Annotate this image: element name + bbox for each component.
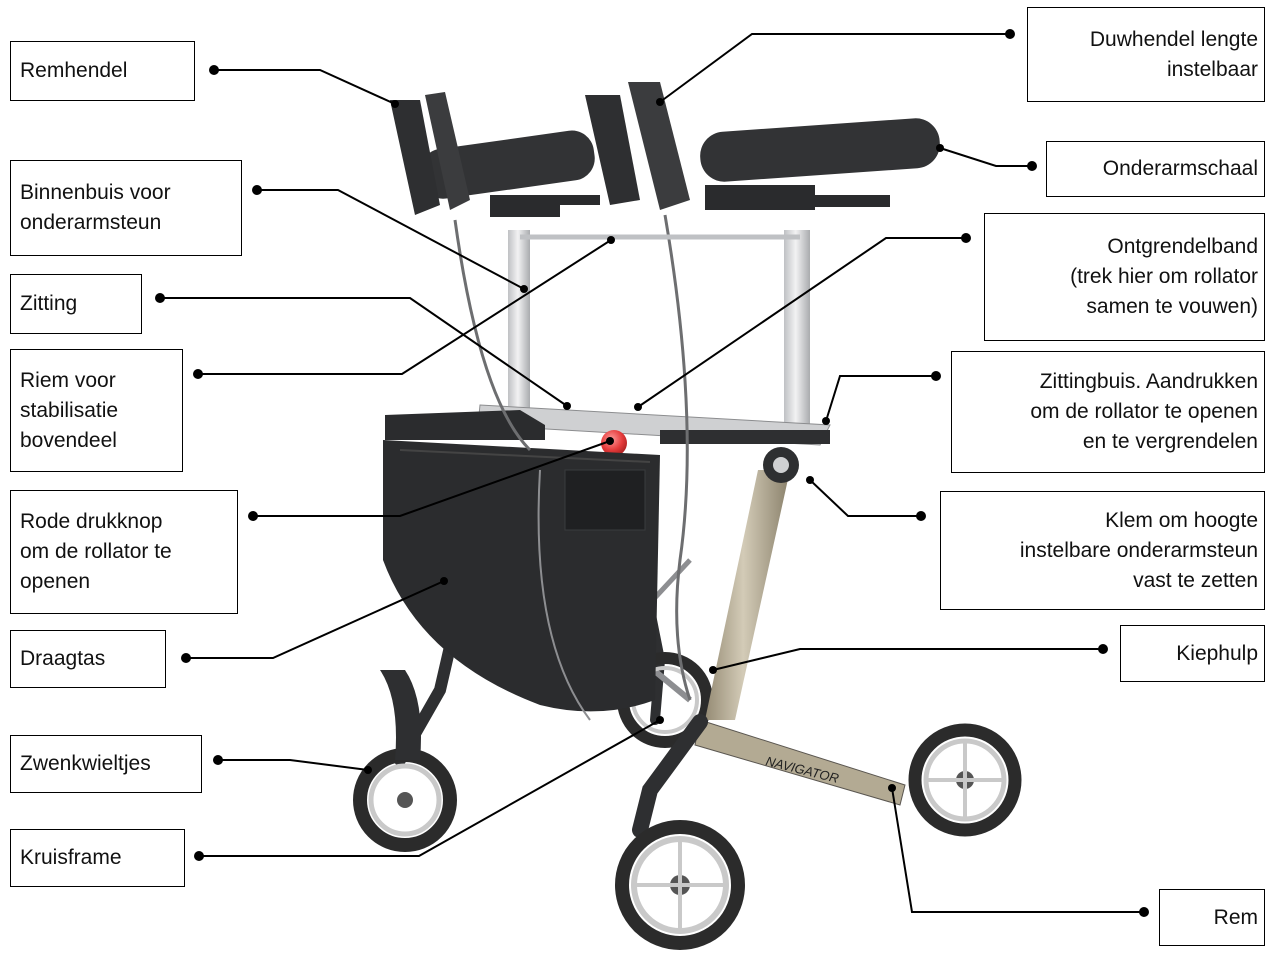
- leader-ontgrendelband: [637, 237, 966, 408]
- label-riem-line-3: bovendeel: [20, 428, 117, 452]
- leader-draagtas: [186, 580, 445, 659]
- label-kruisframe-line-1: Kruisframe: [20, 846, 122, 869]
- leader-rem: [891, 787, 1144, 913]
- label-drukknop: Rode drukknop om de rollator te openen: [10, 490, 238, 614]
- label-ontgrendelband: Ontgrendelband (trek hier om rollator sa…: [984, 213, 1265, 341]
- label-klem: Klem om hoogte instelbare onderarmsteun …: [940, 491, 1265, 610]
- carry-bag: [383, 410, 660, 712]
- label-riem-line-2: stabilisatie: [20, 398, 119, 422]
- label-ontgrendelband-line-3: samen te vouwen): [1086, 295, 1258, 318]
- label-riem-line-1: Riem voor: [20, 368, 116, 392]
- label-rem: Rem: [1159, 889, 1265, 946]
- label-draagtas-line-1: Draagtas: [20, 647, 106, 670]
- leader-kiephulp: [712, 648, 1103, 671]
- label-zittingbuis-line-1: Zittingbuis. Aandrukken: [1039, 370, 1258, 393]
- leader-zwenkwieltjes: [218, 759, 369, 771]
- label-zittingbuis-line-2: om de rollator te openen: [1030, 400, 1258, 423]
- rear-left-wheel: [353, 748, 457, 852]
- leader-klem: [809, 479, 921, 517]
- leader-dots: [155, 29, 1149, 917]
- label-remhendel-line-1: Remhendel: [20, 59, 128, 82]
- label-rem-line-1: Rem: [1213, 905, 1258, 929]
- label-zittingbuis-line-3: en te vergrendelen: [1082, 430, 1258, 453]
- label-zwenkwieltjes-line-1: Zwenkwieltjes: [20, 752, 151, 775]
- label-zittingbuis: Zittingbuis. Aandrukken om de rollator t…: [951, 351, 1265, 473]
- front-right-wheel: [908, 723, 1022, 837]
- label-riem: Riem voor stabilisatie bovendeel: [10, 349, 183, 472]
- right-forearm-rest: [585, 82, 940, 210]
- label-onderarmschaal-line-1: Onderarmschaal: [1102, 157, 1258, 180]
- leader-riem: [198, 239, 612, 375]
- label-ontgrendelband-line-1: Ontgrendelband: [1107, 235, 1258, 258]
- label-zitting: Zitting: [10, 274, 142, 334]
- rollator-illustration: NAVIGATOR: [353, 82, 1022, 950]
- leader-duwhendel: [659, 33, 1010, 103]
- leader-zitting: [160, 297, 568, 407]
- label-klem-line-2: instelbare onderarmsteun: [1019, 538, 1258, 562]
- front-left-wheel: [615, 820, 745, 950]
- label-duwhendel-line-2: instelbaar: [1166, 57, 1258, 81]
- leader-remhendel: [214, 69, 396, 105]
- label-klem-line-3: vast te zetten: [1133, 568, 1258, 592]
- leader-zittingbuis: [825, 375, 936, 422]
- left-forearm-rest: [390, 92, 600, 217]
- leader-onderarmschaal: [939, 147, 1032, 167]
- leader-lines: [160, 33, 1144, 913]
- label-kiephulp: Kiephulp: [1120, 625, 1265, 682]
- label-remhendel: Remhendel: [10, 41, 195, 101]
- label-drukknop-line-3: openen: [20, 570, 91, 593]
- label-zwenkwieltjes: Zwenkwieltjes: [10, 735, 202, 793]
- label-duwhendel: Duwhendel lengte instelbaar: [1027, 7, 1265, 102]
- label-duwhendel-line-1: Duwhendel lengte: [1089, 27, 1258, 51]
- label-klem-line-1: Klem om hoogte: [1105, 508, 1258, 532]
- label-kiephulp-line-1: Kiephulp: [1176, 641, 1258, 665]
- label-drukknop-line-1: Rode drukknop: [20, 510, 163, 533]
- label-onderarmschaal: Onderarmschaal: [1046, 141, 1265, 197]
- label-draagtas: Draagtas: [10, 630, 166, 688]
- leader-drukknop: [253, 440, 611, 517]
- label-zitting-line-1: Zitting: [20, 292, 78, 315]
- label-ontgrendelband-line-2: (trek hier om rollator: [1070, 265, 1258, 288]
- leader-kruisframe: [199, 719, 661, 857]
- label-binnenbuis: Binnenbuis voor onderarmsteun: [10, 160, 242, 256]
- label-kruisframe: Kruisframe: [10, 829, 185, 887]
- label-binnenbuis-line-2: onderarmsteun: [20, 211, 162, 234]
- red-push-button: [601, 430, 627, 456]
- label-binnenbuis-line-1: Binnenbuis voor: [20, 181, 171, 204]
- label-drukknop-line-2: om de rollator te: [20, 540, 172, 563]
- leader-binnenbuis: [257, 189, 525, 290]
